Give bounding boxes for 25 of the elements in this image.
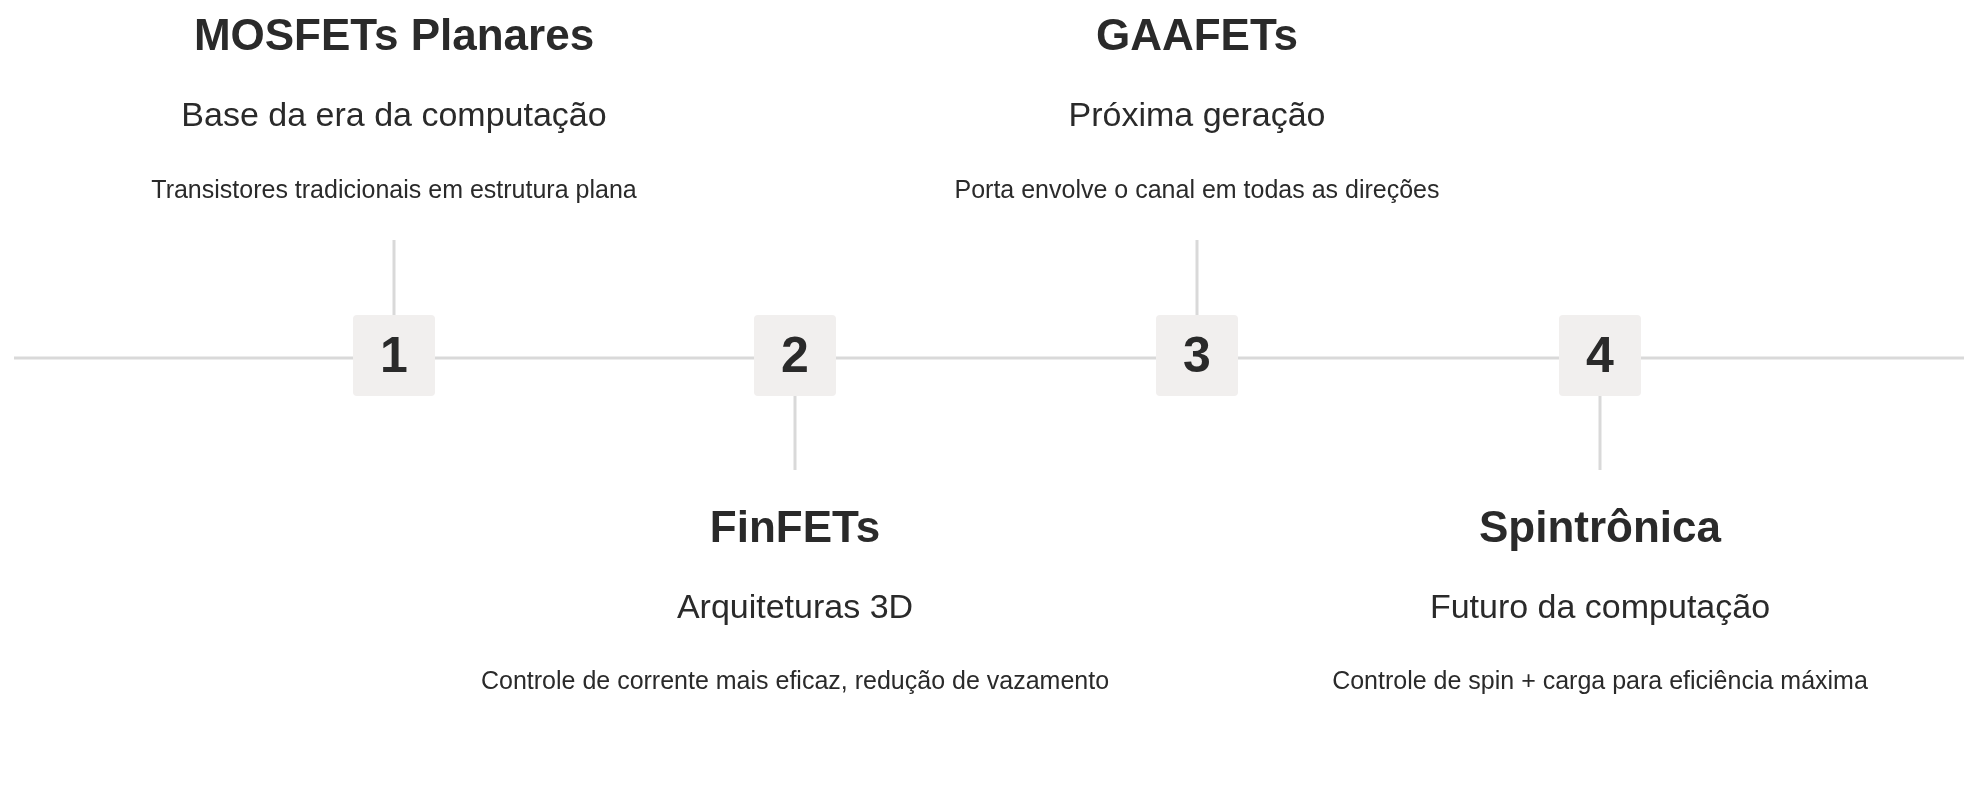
connector-line bbox=[1195, 240, 1199, 315]
connector-line bbox=[1598, 396, 1602, 470]
stage-subtitle: Base da era da computação bbox=[181, 94, 607, 135]
connector-line bbox=[1238, 356, 1559, 360]
stage-description: Porta envolve o canal em todas as direções bbox=[954, 174, 1440, 205]
stage-subtitle: Futuro da computação bbox=[1429, 586, 1771, 627]
timeline-line bbox=[1641, 356, 1964, 360]
step-number-box: 3 bbox=[1156, 315, 1238, 396]
step-number-box: 2 bbox=[754, 315, 836, 396]
stage-subtitle: Próxima geração bbox=[1068, 94, 1326, 135]
connector-line bbox=[836, 356, 1156, 360]
stage-title: MOSFETs Planares bbox=[193, 9, 595, 61]
step-number-box: 4 bbox=[1559, 315, 1641, 396]
stage-subtitle: Arquiteturas 3D bbox=[676, 586, 914, 627]
connector-line bbox=[793, 396, 797, 470]
connector-line bbox=[392, 240, 396, 315]
connector-line bbox=[435, 356, 754, 360]
timeline-line bbox=[14, 356, 353, 360]
stage-description: Transistores tradicionais em estrutura plana bbox=[151, 174, 637, 205]
step-number-box: 1 bbox=[353, 315, 435, 396]
stage-title: FinFETs bbox=[709, 501, 881, 553]
stage-description: Controle de spin + carga para eficiência máxima bbox=[1332, 665, 1868, 696]
stage-title: GAAFETs bbox=[1095, 9, 1299, 61]
stage-description: Controle de corrente mais eficaz, redução de vazamento bbox=[480, 665, 1110, 696]
stage-title: Spintrônica bbox=[1479, 501, 1721, 553]
